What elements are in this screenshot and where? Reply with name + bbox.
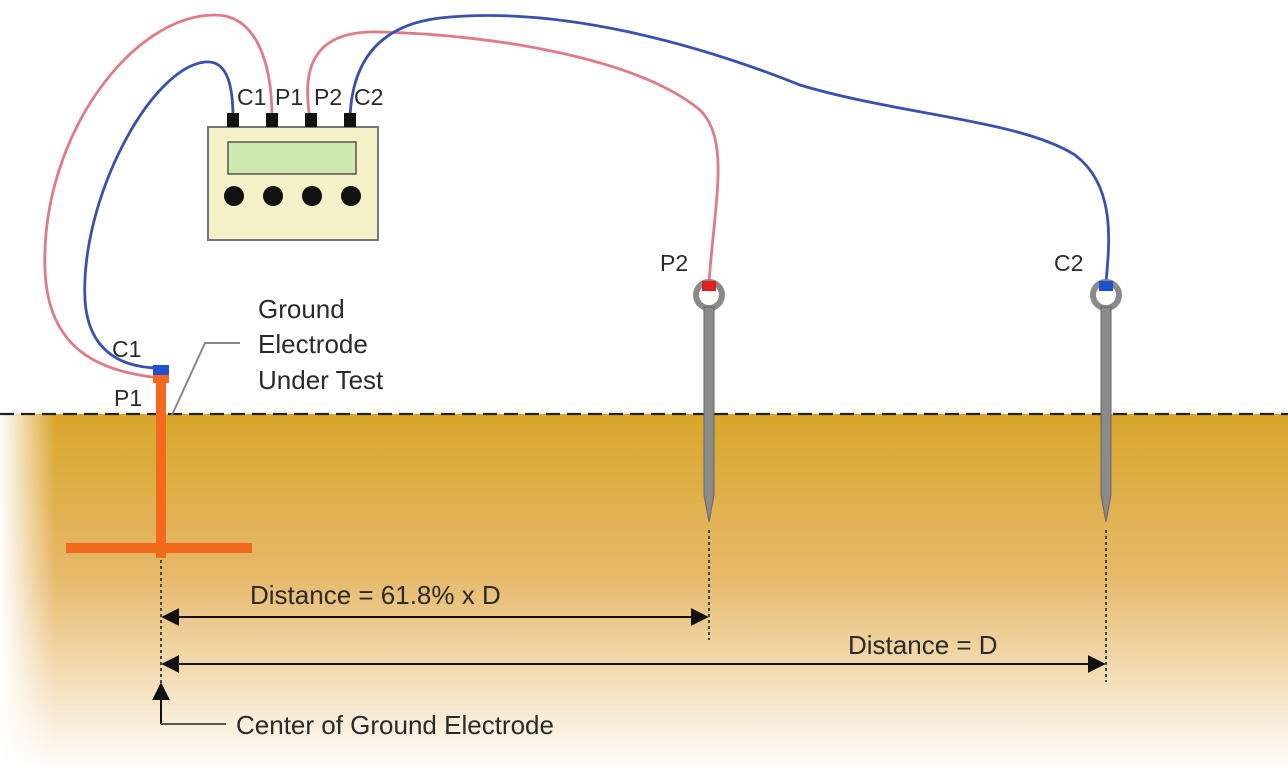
lead-c2-wire	[348, 14, 1111, 283]
probe-c2	[1090, 279, 1122, 523]
dimension-label-inner: Distance = 61.8% x D	[250, 580, 501, 610]
probe-c2-label: C2	[1054, 250, 1083, 276]
tester-button[interactable]	[263, 186, 283, 206]
tester-button[interactable]	[341, 186, 361, 206]
dimension-label-outer: Distance = D	[848, 630, 998, 660]
ground-electrode	[66, 365, 252, 558]
tester-button[interactable]	[302, 186, 322, 206]
tester-button[interactable]	[224, 186, 244, 206]
lead-c1-wire	[83, 60, 235, 370]
lead-p2-wire	[306, 30, 720, 283]
probe-p2-label: P2	[660, 250, 688, 276]
soil-left-fade	[0, 414, 55, 772]
terminal-c1-jack[interactable]	[227, 113, 239, 127]
terminal-p2-label: P2	[314, 84, 342, 110]
terminal-c2-jack[interactable]	[344, 113, 356, 127]
terminal-p2-jack[interactable]	[305, 113, 317, 127]
probe-p2	[693, 279, 725, 523]
electrode-p1-label: P1	[114, 385, 142, 411]
callout-line-2: Electrode	[258, 329, 368, 359]
terminal-c2-label: C2	[354, 84, 383, 110]
electrode-c1-label: C1	[112, 336, 141, 362]
callout-line-3: Under Test	[258, 365, 384, 395]
terminal-p1-jack[interactable]	[266, 113, 278, 127]
lead-p1-wire	[43, 13, 274, 380]
terminal-c1-label: C1	[237, 84, 266, 110]
center-of-electrode-label: Center of Ground Electrode	[236, 710, 554, 740]
soil-area	[0, 414, 1288, 772]
electrode-callout-leader	[171, 342, 240, 416]
tester-display	[227, 141, 357, 175]
earth-ground-tester[interactable]	[207, 113, 379, 241]
terminal-p1-label: P1	[275, 84, 303, 110]
callout-line-1: Ground	[258, 294, 345, 324]
